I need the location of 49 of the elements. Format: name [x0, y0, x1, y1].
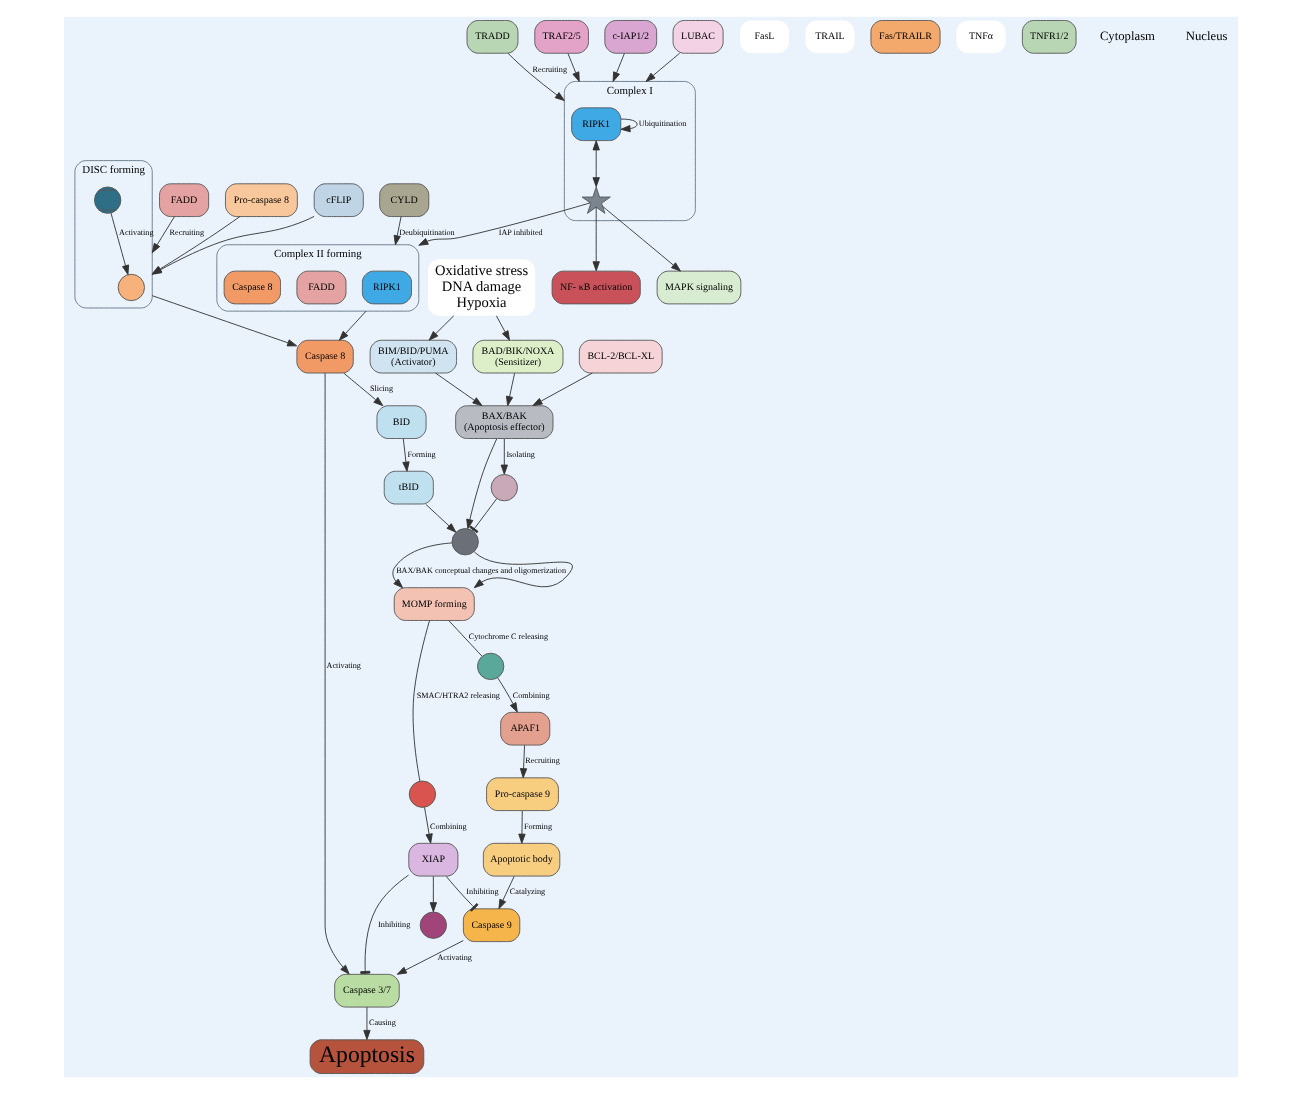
connector [359, 874, 408, 975]
arrow [150, 215, 314, 275]
node-star [580, 186, 610, 214]
arrow [465, 438, 497, 530]
arrow [150, 216, 240, 275]
node-circle [418, 911, 446, 939]
arrow [342, 372, 383, 407]
connector [447, 620, 482, 657]
arrow [423, 806, 432, 844]
arrow [591, 206, 599, 272]
arrow [611, 53, 624, 82]
arrow [150, 216, 174, 254]
connector [411, 620, 429, 782]
arrow [517, 810, 525, 844]
arrow [496, 677, 517, 713]
arrow [417, 202, 590, 246]
connector [468, 498, 497, 534]
arrow [499, 438, 507, 475]
arrow [601, 206, 680, 272]
arrow [392, 216, 401, 246]
arrow [531, 372, 592, 407]
arrow [505, 372, 515, 407]
arrow [395, 940, 463, 975]
arrow [109, 212, 129, 275]
node-circle [407, 780, 436, 808]
arrow [619, 118, 637, 133]
arrow [644, 52, 680, 82]
arrow [497, 875, 514, 910]
arrow [427, 315, 454, 341]
arrow [337, 310, 366, 341]
node-circle [476, 652, 504, 681]
arrow [150, 295, 297, 347]
arrow [518, 744, 527, 779]
arrow [494, 315, 509, 341]
node-box: Apoptosis [308, 1039, 424, 1074]
arrow [434, 372, 482, 407]
arrow [362, 1006, 370, 1040]
arrow [428, 875, 436, 913]
node-circle [489, 474, 517, 502]
arrow [472, 551, 572, 589]
arrow [391, 542, 452, 589]
arrow [591, 140, 599, 188]
node-circle [116, 273, 144, 302]
connector [444, 876, 478, 912]
arrow [566, 53, 579, 82]
arrow [506, 53, 564, 102]
arrow [401, 438, 409, 472]
arrow [424, 503, 456, 533]
arrow [323, 372, 349, 975]
